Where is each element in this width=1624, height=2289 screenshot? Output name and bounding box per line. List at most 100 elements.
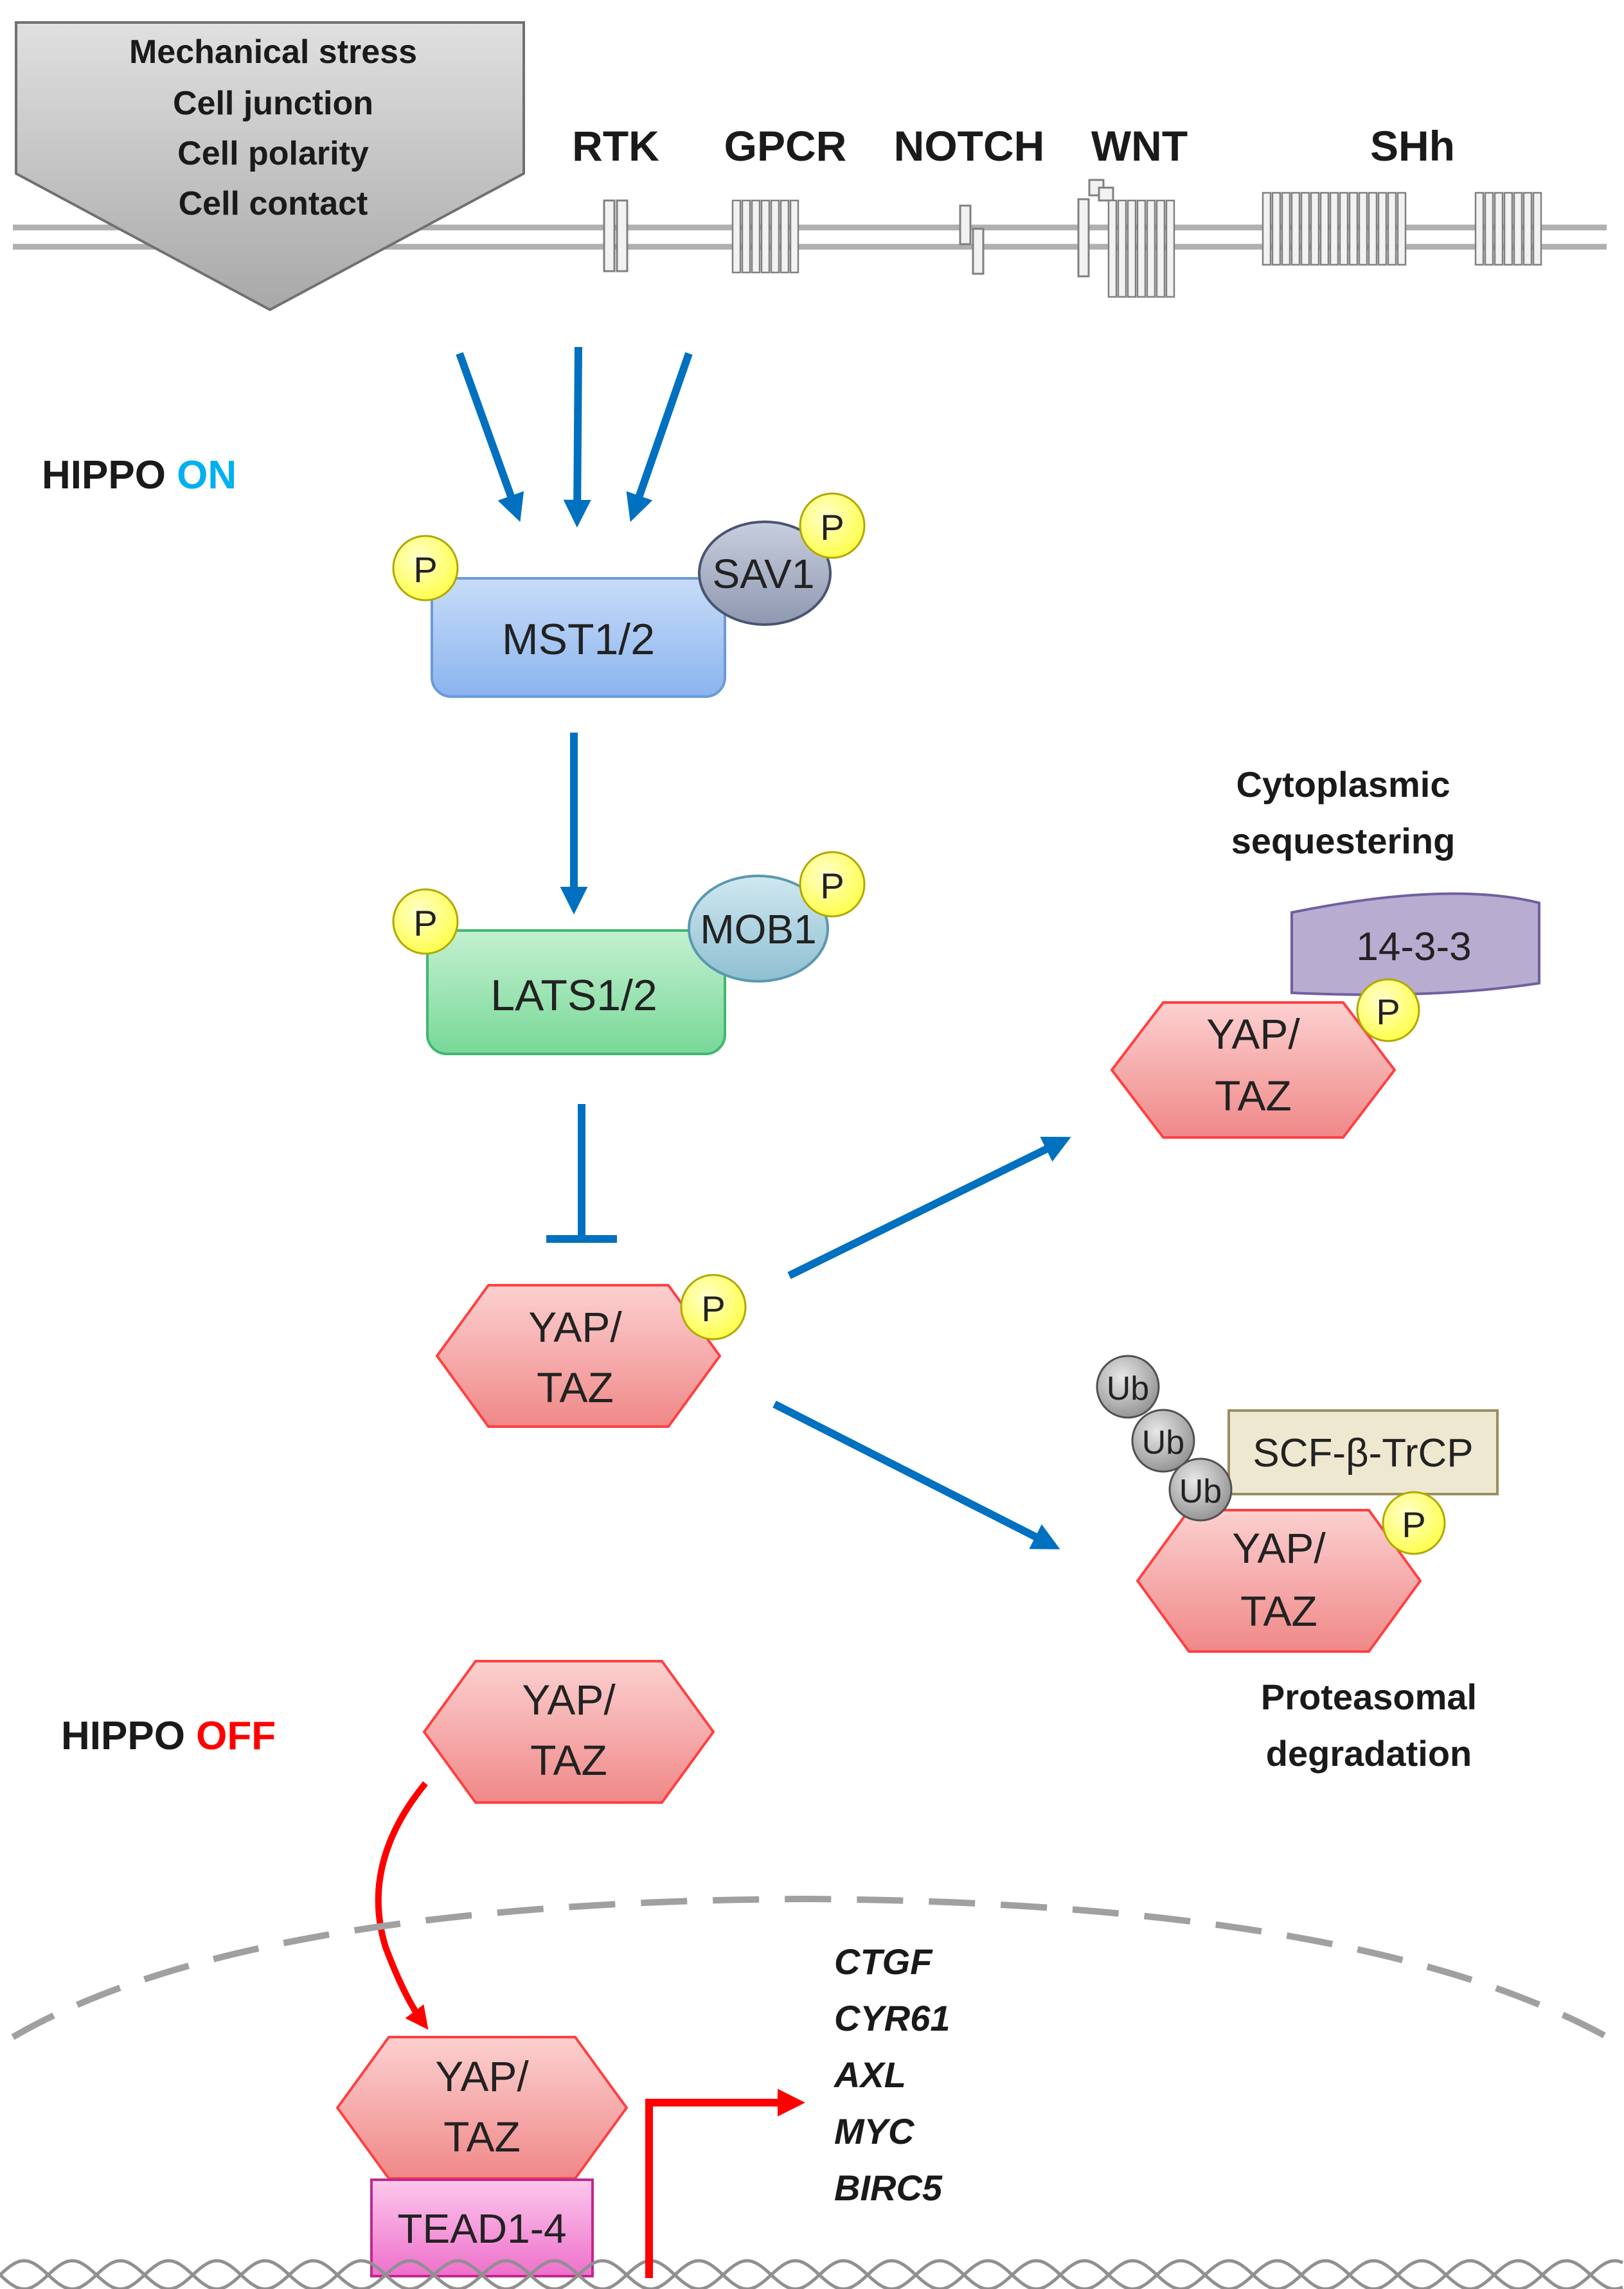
- protein-14-3-3-label: 14-3-3: [1356, 925, 1471, 969]
- stimulus-cell-contact: Cell contact: [179, 185, 368, 222]
- hippo-on-prefix: HIPPO: [42, 453, 166, 497]
- yap-taz-seq-line2: TAZ: [1215, 1072, 1292, 1119]
- transmembrane-helix: [1377, 191, 1388, 266]
- sav1-phospho-label: P: [820, 507, 844, 548]
- wnt-receptor-icon: [1077, 179, 1114, 278]
- nuclear-translocation-arrow: [375, 1781, 429, 2030]
- receptor-label-rtk: RTK: [572, 122, 659, 170]
- transmembrane-helix: [1319, 191, 1330, 266]
- transmembrane-helix: [1387, 191, 1397, 266]
- yap-taz-active-line1: YAP/: [522, 1676, 616, 1723]
- target-gene-myc: MYC: [834, 2111, 915, 2151]
- yap-taz-center-line1: YAP/: [528, 1303, 622, 1351]
- target-gene-ctgf: CTGF: [834, 1941, 933, 1982]
- yap-seq-phospho-icon: [1356, 978, 1420, 1042]
- cytoplasmic-sequestering-line1: Cytoplasmic: [1236, 764, 1450, 805]
- dna-strand: [0, 2259, 1623, 2289]
- scf-btrcp-label: SCF-β-TrCP: [1253, 1431, 1473, 1475]
- transmembrane-helix: [770, 199, 780, 274]
- proteasomal-degradation-line2: degradation: [1266, 1733, 1472, 1774]
- receptor-label-wnt: WNT: [1091, 122, 1188, 170]
- transmembrane-helix: [1262, 191, 1272, 266]
- ubiquitin-label-2: Ub: [1142, 1424, 1184, 1461]
- transmembrane-helix: [1339, 191, 1349, 266]
- lats-phospho-label: P: [413, 903, 437, 943]
- transmembrane-helix: [1484, 191, 1494, 266]
- frizzled-receptor-icon: [1107, 199, 1175, 298]
- transmembrane-helix: [1156, 199, 1166, 298]
- yap-taz-nuclear-line1: YAP/: [435, 2053, 529, 2100]
- stimulus-cell-polarity: Cell polarity: [177, 135, 369, 172]
- transmembrane-helix: [1146, 199, 1156, 298]
- yap-taz-phosphorylated-hexagon: [435, 1284, 722, 1428]
- yap-taz-seq-line1: YAP/: [1206, 1010, 1300, 1058]
- receptor-label-gpcr: GPCR: [724, 122, 847, 170]
- target-gene-birc5: BIRC5: [834, 2168, 943, 2208]
- transmembrane-helix: [1396, 191, 1407, 266]
- lats-label: LATS1/2: [490, 971, 657, 1020]
- transmembrane-helix: [1281, 191, 1291, 266]
- mob1-phospho-label: P: [820, 866, 844, 906]
- transmembrane-helix: [751, 199, 761, 274]
- hippo-off-prefix: HIPPO: [61, 1714, 185, 1758]
- transmembrane-helix: [1300, 191, 1310, 266]
- transmembrane-helix: [780, 199, 790, 274]
- transmembrane-helix: [789, 199, 799, 274]
- receptor-label-notch: NOTCH: [894, 122, 1045, 170]
- transmembrane-helix: [1358, 191, 1368, 266]
- transmembrane-helix: [1329, 191, 1339, 266]
- smoothened-receptor-icon: [1474, 191, 1542, 266]
- transmembrane-helix: [1117, 199, 1127, 298]
- lats-kinase-box: [426, 929, 726, 1055]
- transmembrane-helix: [1127, 199, 1137, 298]
- target-gene-axl: AXL: [833, 2054, 906, 2095]
- yap-taz-active-hexagon: [422, 1660, 715, 1804]
- yap-taz-deg-line2: TAZ: [1240, 1587, 1317, 1635]
- scf-btrcp-box: [1227, 1409, 1499, 1495]
- transmembrane-helix: [1513, 191, 1523, 266]
- signal-arrow-1: [456, 352, 524, 522]
- transmembrane-helix: [1532, 191, 1542, 266]
- transmembrane-helix: [1136, 199, 1147, 298]
- sav1-adaptor: [698, 521, 832, 626]
- yap-taz-deg-line1: YAP/: [1232, 1524, 1326, 1572]
- transmembrane-helix: [1310, 191, 1320, 266]
- upstream-stimuli-box: Mechanical stress Cell junction Cell pol…: [15, 21, 525, 312]
- hippo-on-label: HIPPO ON: [42, 453, 236, 497]
- hippo-off-word: OFF: [196, 1714, 276, 1758]
- mob1-phospho-icon: [799, 851, 866, 918]
- transmembrane-helix: [1165, 199, 1175, 298]
- gpcr-receptor-icon: [731, 199, 799, 274]
- stimulus-mechanical-stress: Mechanical stress: [129, 33, 417, 71]
- yap-center-phospho-icon: [680, 1274, 747, 1340]
- yap-taz-active-line2: TAZ: [530, 1736, 607, 1784]
- yap-taz-sequestered-hexagon: [1110, 1001, 1396, 1139]
- transmembrane-helix: [1494, 191, 1504, 266]
- yap-deg-phospho-label: P: [1402, 1504, 1425, 1545]
- transmembrane-helix: [1368, 191, 1378, 266]
- patched-receptor-icon: [1262, 191, 1407, 266]
- transcription-arrow: [645, 2089, 805, 2278]
- hippo-on-word: ON: [177, 453, 236, 497]
- mst-label: MST1/2: [502, 615, 655, 664]
- yap-deg-phospho-icon: [1382, 1491, 1446, 1555]
- arrow-to-degradation: [772, 1400, 1060, 1549]
- lats-inhibits-yap-bar: [546, 1104, 617, 1243]
- ubiquitin-icon-2: [1131, 1409, 1195, 1473]
- yap-taz-center-line2: TAZ: [537, 1364, 614, 1411]
- ubiquitin-label-3: Ub: [1179, 1473, 1222, 1510]
- transmembrane-helix: [1290, 191, 1301, 266]
- transmembrane-helix: [1348, 191, 1359, 266]
- dna-double-helix: [0, 2259, 1623, 2289]
- transmembrane-helix: [1522, 191, 1533, 266]
- sav1-label: SAV1: [713, 551, 815, 597]
- yap-seq-phospho-label: P: [1376, 992, 1400, 1032]
- cytoplasmic-sequestering-line2: sequestering: [1231, 821, 1456, 861]
- ubiquitin-icon-3: [1168, 1457, 1233, 1522]
- transmembrane-helix: [741, 199, 751, 274]
- transmembrane-helix: [1107, 199, 1118, 298]
- mob1-label: MOB1: [700, 906, 816, 952]
- signal-arrow-2: [563, 346, 591, 528]
- proteasomal-degradation-line1: Proteasomal: [1261, 1677, 1477, 1717]
